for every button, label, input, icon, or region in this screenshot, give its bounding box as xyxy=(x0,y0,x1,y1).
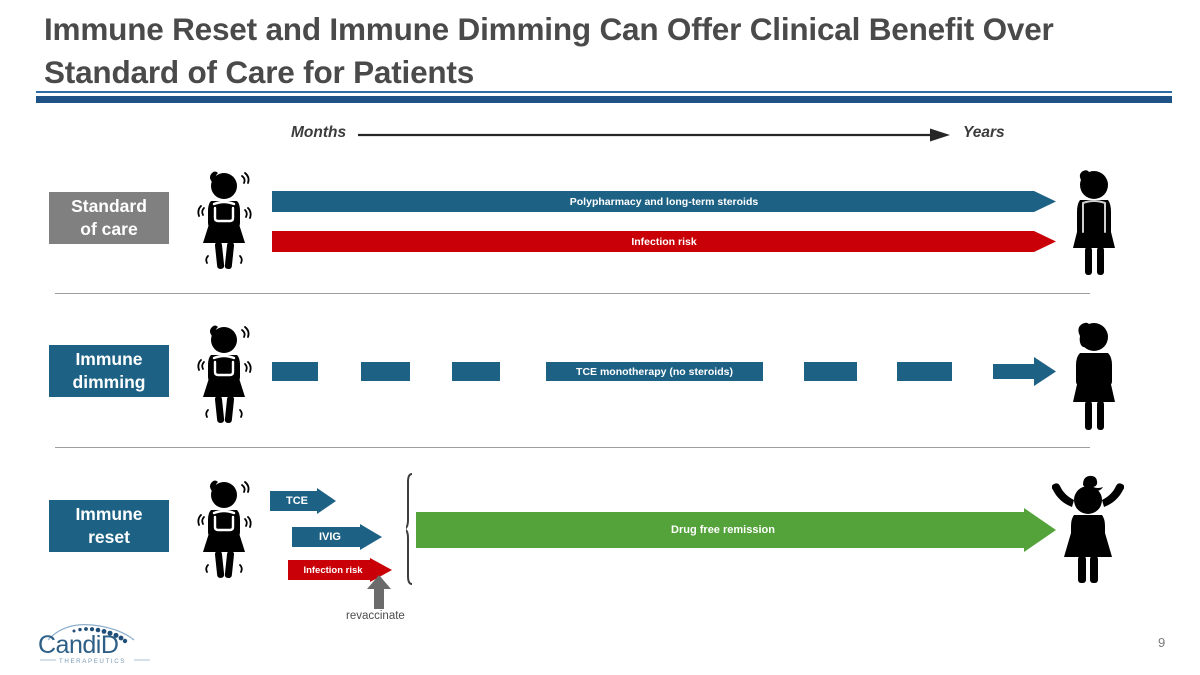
timeline-start-label: Months xyxy=(291,124,347,141)
bar-ivig-label: IVIG xyxy=(318,531,341,543)
row-label-line1: Immune xyxy=(75,503,143,524)
svg-text:CandiD: CandiD xyxy=(38,631,118,659)
title-rule-thin xyxy=(36,91,1172,93)
bar-ivig: IVIG xyxy=(292,524,382,550)
bar-drug-free-remission-label: Drug free remission xyxy=(671,524,775,536)
page-title: Immune Reset and Immune Dimming Can Offe… xyxy=(44,11,1054,90)
bar-polypharmacy-label: Polypharmacy and long-term steroids xyxy=(569,195,759,208)
row-label-line2: of care xyxy=(80,219,138,239)
celebrating-patient-icon xyxy=(1051,473,1125,583)
still-ill-patient-icon xyxy=(1066,166,1122,276)
dimming-segment-label: TCE monotherapy (no steroids) xyxy=(576,365,733,378)
company-logo: CandiD THERAPEUTICS xyxy=(30,620,160,666)
sick-patient-icon xyxy=(196,322,252,428)
row-divider-2 xyxy=(55,447,1090,448)
bar-tce: TCE xyxy=(270,488,336,514)
sick-patient-icon xyxy=(196,477,252,583)
bar-infection-risk-soc-label: Infection risk xyxy=(631,235,697,248)
row-label-line2: dimming xyxy=(72,372,146,392)
revaccinate-arrow-icon xyxy=(366,575,392,609)
revaccinate-label: revaccinate xyxy=(346,610,405,622)
row-label-standard-of-care: Standard of care xyxy=(49,192,169,244)
title-rule-thick xyxy=(36,96,1172,103)
timeline-end-label: Years xyxy=(963,124,1005,141)
svg-text:THERAPEUTICS: THERAPEUTICS xyxy=(59,658,126,665)
row-divider-1 xyxy=(55,293,1090,294)
dimming-segment-2 xyxy=(361,362,410,381)
bar-infection-risk-soc: Infection risk xyxy=(272,231,1056,252)
row-label-line1: Standard xyxy=(71,195,147,216)
row-label-immune-dimming: Immune dimming xyxy=(49,345,169,397)
bar-infection-risk-reset: Infection risk xyxy=(288,558,392,582)
dimming-segment-5 xyxy=(804,362,857,381)
timeline-arrow-icon xyxy=(358,126,953,144)
row-label-line1: Immune xyxy=(75,348,143,369)
bar-drug-free-remission: Drug free remission xyxy=(416,508,1056,552)
page-number: 9 xyxy=(1158,635,1166,650)
sick-patient-icon xyxy=(196,168,252,274)
dimming-segment-6 xyxy=(897,362,952,381)
row-label-line2: reset xyxy=(88,527,130,547)
bar-infection-risk-reset-label: Infection risk xyxy=(303,564,363,576)
recovered-patient-icon xyxy=(1066,318,1122,430)
bar-polypharmacy: Polypharmacy and long-term steroids xyxy=(272,191,1056,212)
dimming-segment-3 xyxy=(452,362,500,381)
row-label-immune-reset: Immune reset xyxy=(49,500,169,552)
bar-tce-label: TCE xyxy=(286,495,308,507)
dimming-final-arrow-icon xyxy=(993,357,1056,386)
dimming-segment-labeled: TCE monotherapy (no steroids) xyxy=(546,362,763,381)
dimming-segment-1 xyxy=(272,362,318,381)
